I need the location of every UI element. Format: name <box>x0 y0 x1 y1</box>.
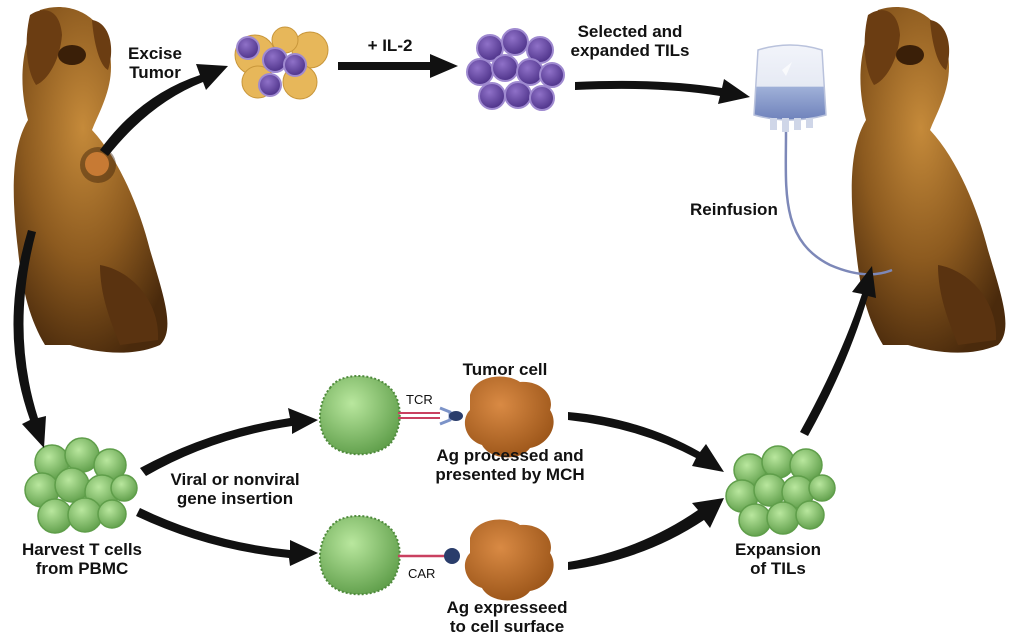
expanded-til-cluster <box>466 28 565 111</box>
tcr-t-cell <box>319 375 401 456</box>
arrows <box>13 54 876 570</box>
arrow-car-to-expansion <box>568 498 724 570</box>
label-car: CAR <box>408 566 436 581</box>
tcr-receptor <box>398 406 452 426</box>
arrow-to-car <box>136 508 318 566</box>
mhc-antigen <box>449 411 463 421</box>
tumor-cell-bottom <box>464 519 554 601</box>
arrow-to-tcr <box>140 408 318 476</box>
label-excise-tumor: Excise Tumor <box>128 44 182 82</box>
dog-left-illustration <box>13 7 168 353</box>
iv-tube <box>784 131 893 276</box>
arrow-il2 <box>338 54 458 78</box>
label-il2: + IL-2 <box>367 36 413 55</box>
label-gene-insertion: Viral or nonviral gene insertion <box>170 470 300 508</box>
harvested-t-cell-cluster <box>24 437 138 534</box>
label-tcr: TCR <box>406 392 433 407</box>
arrow-harvest <box>13 230 46 448</box>
label-ag-expressed: Ag expresseed to cell surface <box>446 598 568 636</box>
label-selected-expanded: Selected and expanded TILs <box>570 22 690 60</box>
tumor-cell-top <box>464 376 554 458</box>
arrow-to-bag <box>575 79 750 104</box>
arrow-to-dog <box>800 266 876 436</box>
label-reinfusion: Reinfusion <box>690 200 778 219</box>
arrow-excise <box>100 64 228 156</box>
iv-bag-icon <box>753 44 827 132</box>
label-expansion: Expansion of TILs <box>735 540 821 578</box>
dog-right-illustration <box>851 7 1006 353</box>
car-receptor <box>398 548 460 564</box>
label-tumor-cell: Tumor cell <box>462 360 548 379</box>
excised-tumor-cluster <box>234 26 329 100</box>
label-ag-processed: Ag processed and presented by MCH <box>435 446 585 484</box>
car-t-cell <box>319 515 401 596</box>
expanded-til-green-cluster <box>725 445 836 537</box>
label-harvest: Harvest T cells from PBMC <box>21 540 142 578</box>
arrow-tcr-to-expansion <box>568 412 724 472</box>
tumor-on-dog <box>80 147 116 183</box>
